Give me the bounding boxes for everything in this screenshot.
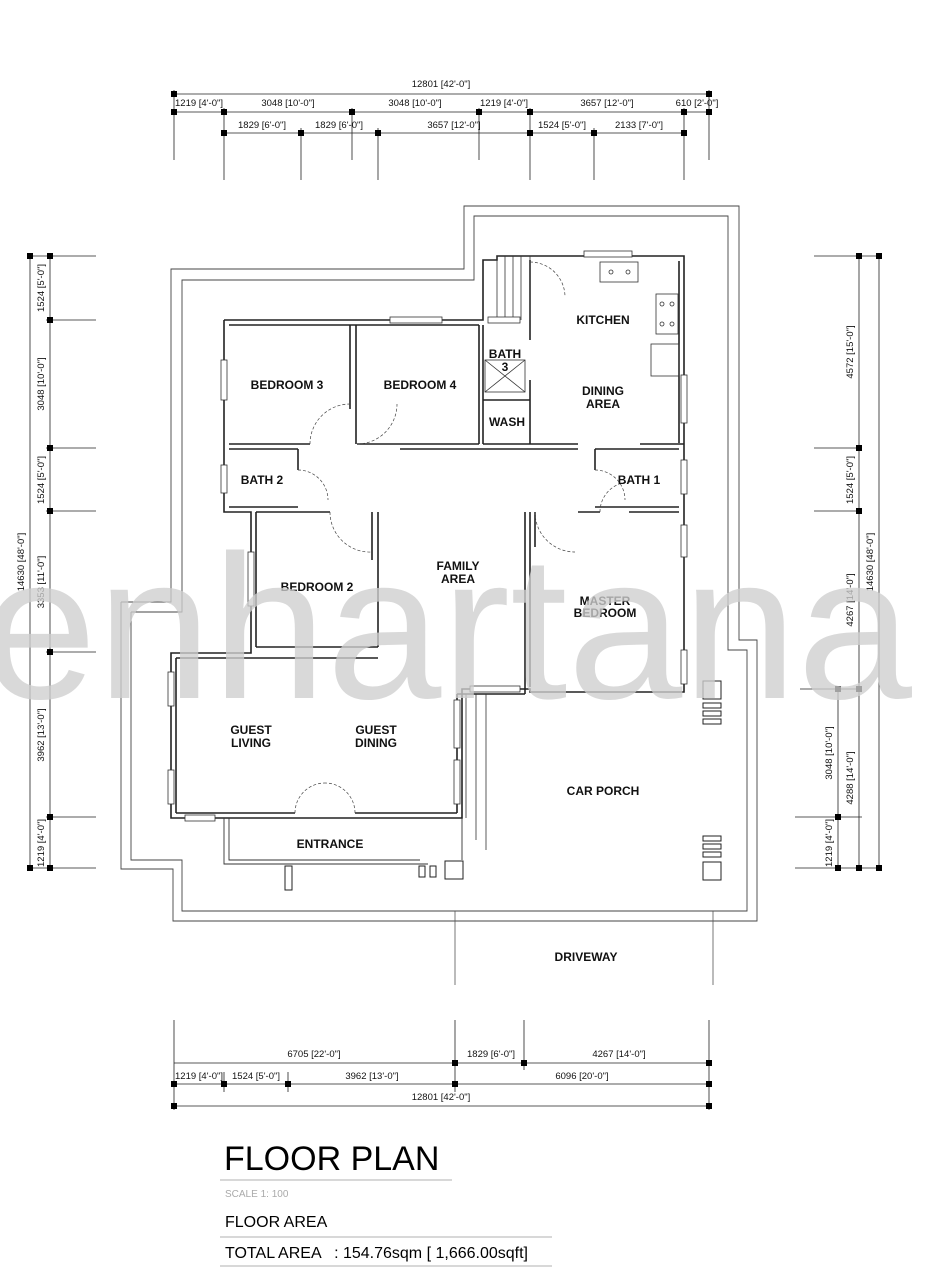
left-dimension-ticks bbox=[27, 253, 53, 871]
bottom-dim: 3962 [13'-0"] bbox=[345, 1071, 398, 1082]
top-dim: 3048 [10'-0"] bbox=[388, 98, 441, 109]
drawing-scale: SCALE 1: 100 bbox=[225, 1189, 289, 1200]
right-dimensions bbox=[795, 255, 880, 869]
room-label-bath-3: 3 bbox=[502, 360, 509, 374]
room-label-bedroom-3: BEDROOM 3 bbox=[251, 378, 324, 392]
top-dim: 3657 [12'-0"] bbox=[427, 120, 480, 131]
bottom-dim: 6705 [22'-0"] bbox=[287, 1049, 340, 1060]
top-dim: 1219 [4'-0"] bbox=[480, 98, 528, 109]
room-label-guest-dining: DINING bbox=[355, 736, 397, 750]
room-label-bath-3: BATH bbox=[489, 347, 521, 361]
kitchen-counter bbox=[599, 261, 680, 377]
left-dim: 3353 [11'-0"] bbox=[36, 556, 47, 609]
room-label-kitchen: KITCHEN bbox=[576, 313, 629, 327]
back-steps bbox=[496, 256, 531, 320]
room-label-guest-living: LIVING bbox=[231, 736, 271, 750]
top-total-dim: 12801 [42'-0"] bbox=[412, 79, 471, 90]
right-dim: 4572 [15'-0"] bbox=[845, 325, 856, 378]
room-label-bedroom-2: BEDROOM 2 bbox=[281, 580, 354, 594]
right-dim: 1524 [5'-0"] bbox=[845, 456, 856, 504]
left-dim: 1524 [5'-0"] bbox=[36, 264, 47, 312]
left-dim: 1524 [5'-0"] bbox=[36, 456, 47, 504]
porch-steps bbox=[465, 694, 487, 850]
top-dim: 1524 [5'-0"] bbox=[538, 120, 586, 131]
room-label-family-area: FAMILY bbox=[437, 559, 480, 573]
right-dim: 3048 [10'-0"] bbox=[824, 726, 835, 779]
right-mid-dim: 4288 [14'-0"] bbox=[845, 751, 856, 804]
room-label-bath-2: BATH 2 bbox=[241, 473, 284, 487]
door-swings bbox=[294, 261, 631, 814]
windows bbox=[167, 250, 688, 822]
bottom-dimension-ticks bbox=[171, 1060, 712, 1109]
entrance-terrace bbox=[223, 818, 463, 865]
bottom-dim: 1829 [6'-0"] bbox=[467, 1049, 515, 1060]
left-dim: 1219 [4'-0"] bbox=[36, 819, 47, 867]
right-dim: 1219 [4'-0"] bbox=[824, 819, 835, 867]
top-dim: 1829 [6'-0"] bbox=[315, 120, 363, 131]
room-label-car-porch: CAR PORCH bbox=[567, 784, 640, 798]
room-label-family-area: AREA bbox=[441, 572, 475, 586]
watermark-text: enhartana bbox=[0, 513, 913, 742]
top-dimension-ticks bbox=[171, 91, 712, 136]
right-total-dim: 14630 [48'-0"] bbox=[865, 533, 876, 592]
total-area-label: TOTAL AREA : 154.76sqm [ 1,666.00sqft] bbox=[225, 1245, 528, 1262]
room-label-guest-dining: GUEST bbox=[355, 723, 397, 737]
floor-area-label: FLOOR AREA bbox=[225, 1214, 328, 1231]
bottom-dim: 1524 [5'-0"] bbox=[232, 1071, 280, 1082]
top-dim: 1829 [6'-0"] bbox=[238, 120, 286, 131]
top-dim: 3048 [10'-0"] bbox=[261, 98, 314, 109]
room-label-dining: DINING bbox=[582, 384, 624, 398]
left-dim: 3962 [13'-0"] bbox=[36, 708, 47, 761]
left-dimensions bbox=[29, 255, 96, 869]
driveway-lines bbox=[454, 911, 714, 985]
left-total-dim: 14630 [48'-0"] bbox=[16, 533, 27, 592]
top-dim: 2133 [7'-0"] bbox=[615, 120, 663, 131]
room-label-master-bedroom: BEDROOM bbox=[574, 606, 637, 620]
right-dim: 4267 [14'-0"] bbox=[845, 573, 856, 626]
terrace-outline bbox=[120, 205, 758, 922]
left-dim: 3048 [10'-0"] bbox=[36, 357, 47, 410]
right-dimension-ticks bbox=[835, 253, 882, 871]
room-label-master-bedroom: MASTER bbox=[580, 594, 631, 608]
room-label-bedroom-4: BEDROOM 4 bbox=[384, 378, 457, 392]
bottom-dim: 6096 [20'-0"] bbox=[555, 1071, 608, 1082]
room-label-bath-1: BATH 1 bbox=[618, 473, 661, 487]
room-label-entrance: ENTRANCE bbox=[297, 837, 364, 851]
porch-fixtures bbox=[284, 680, 722, 891]
bottom-dim: 1219 [4'-0"] bbox=[175, 1071, 223, 1082]
room-label-driveway: DRIVEWAY bbox=[555, 950, 618, 964]
bottom-total-dim: 12801 [42'-0"] bbox=[412, 1092, 471, 1103]
room-label-dining: AREA bbox=[586, 397, 620, 411]
top-dim: 1219 [4'-0"] bbox=[175, 98, 223, 109]
top-dim: 610 [2'-0"] bbox=[676, 98, 719, 109]
room-label-wash: WASH bbox=[489, 415, 525, 429]
room-label-guest-living: GUEST bbox=[230, 723, 272, 737]
drawing-title: FLOOR PLAN bbox=[224, 1140, 439, 1178]
top-dim: 3657 [12'-0"] bbox=[580, 98, 633, 109]
shower-fixture bbox=[484, 359, 526, 393]
bottom-dim: 4267 [14'-0"] bbox=[592, 1049, 645, 1060]
